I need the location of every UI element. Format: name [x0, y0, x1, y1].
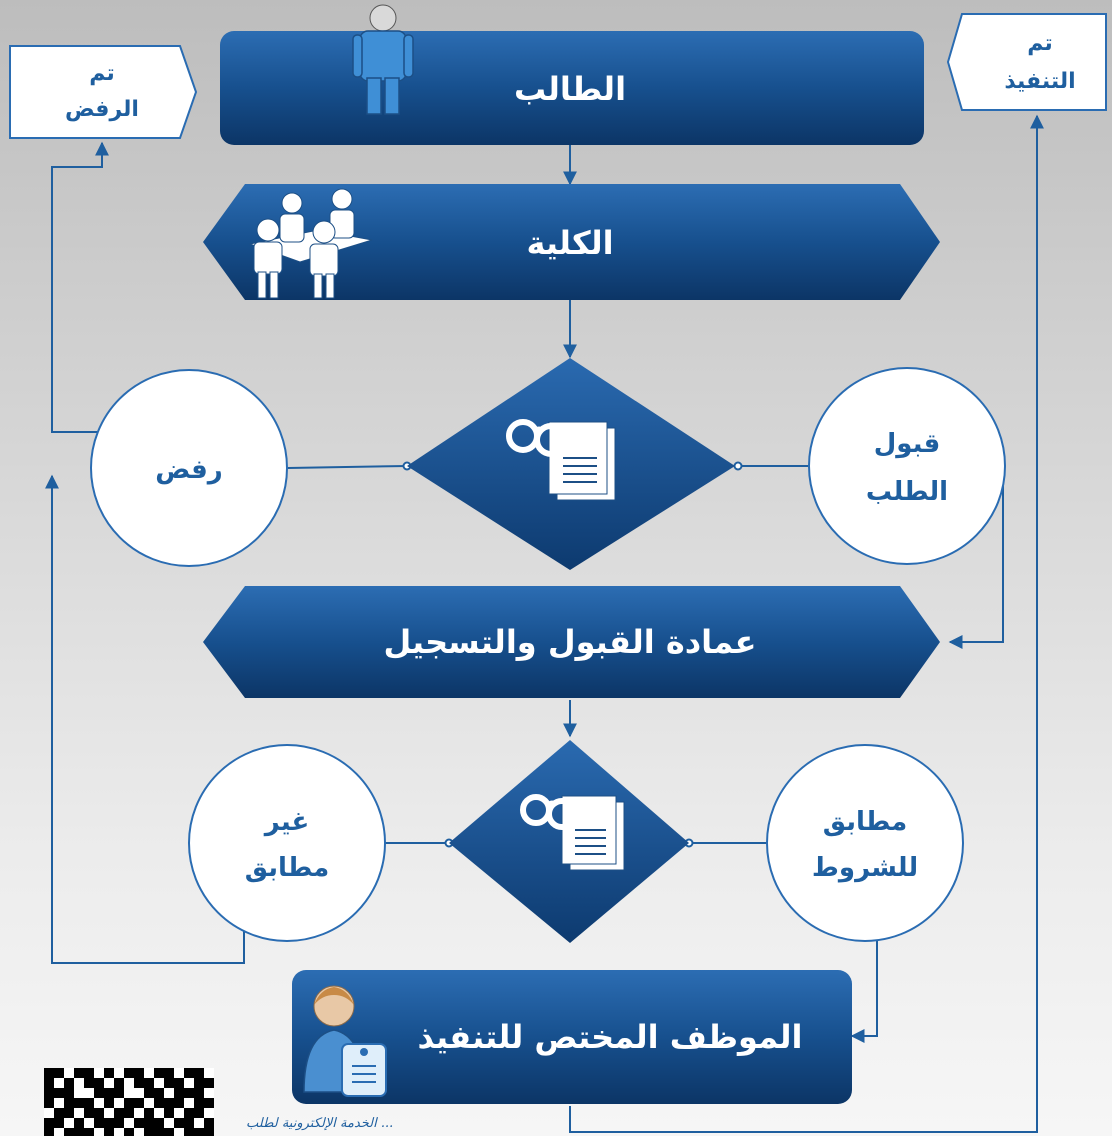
student-box: الطالب	[220, 4, 924, 145]
person-icon	[352, 4, 414, 115]
review-diamond-2	[449, 740, 689, 943]
employee-label: الموظف المختص للتنفيذ	[417, 1018, 802, 1056]
nomatch-line1: غير	[263, 807, 310, 837]
arrow-match-to-employee	[850, 934, 878, 1043]
executed-line1: تم	[1027, 31, 1053, 56]
match-line1: مطابق	[823, 807, 907, 837]
review-diamond-1	[407, 358, 735, 570]
accept-line2: الطلب	[866, 477, 948, 507]
qr-code	[44, 1068, 214, 1136]
line-review-to-reject	[287, 465, 408, 469]
arrow-nomatch-to-reject	[45, 474, 245, 964]
employee-badge-icon	[303, 985, 387, 1097]
executed-tag: تم التنفيذ	[946, 13, 1107, 111]
glasses-document-icon	[520, 794, 625, 871]
nomatch-node: غير مطابق	[188, 744, 386, 942]
executed-line2: التنفيذ	[1004, 69, 1075, 94]
match-line2: للشروط	[812, 853, 918, 883]
arrow-accept-to-deanship	[948, 486, 1004, 649]
deanship-label: عمادة القبول والتسجيل	[383, 623, 756, 661]
nomatch-line2: مطابق	[245, 853, 329, 883]
employee-box: الموظف المختص للتنفيذ	[292, 970, 852, 1104]
arrow-employee-to-executed-tag	[569, 114, 1044, 1133]
rejected-line1: تم	[89, 61, 115, 86]
rejected-line2: الرفض	[65, 97, 139, 122]
footer-caption: الخدمة الإلكترونية لطلب ...	[246, 1116, 394, 1131]
reject-label: رفض	[155, 455, 222, 485]
match-node: مطابق للشروط	[766, 744, 964, 942]
student-label: الطالب	[514, 70, 626, 108]
connectors	[45, 114, 1044, 1133]
group-meeting-icon	[248, 188, 373, 299]
arrow-reject-to-rejected-tag	[51, 141, 110, 433]
reject-node: رفض	[90, 369, 288, 567]
deanship-box: عمادة القبول والتسجيل	[203, 586, 940, 698]
accept-line1: قبول	[874, 429, 941, 459]
accept-request-node: قبول الطلب	[808, 367, 1006, 565]
college-label: الكلية	[526, 224, 613, 262]
rejected-tag: تم الرفض	[9, 45, 198, 139]
college-box: الكلية	[203, 184, 940, 300]
glasses-document-icon	[506, 419, 616, 501]
